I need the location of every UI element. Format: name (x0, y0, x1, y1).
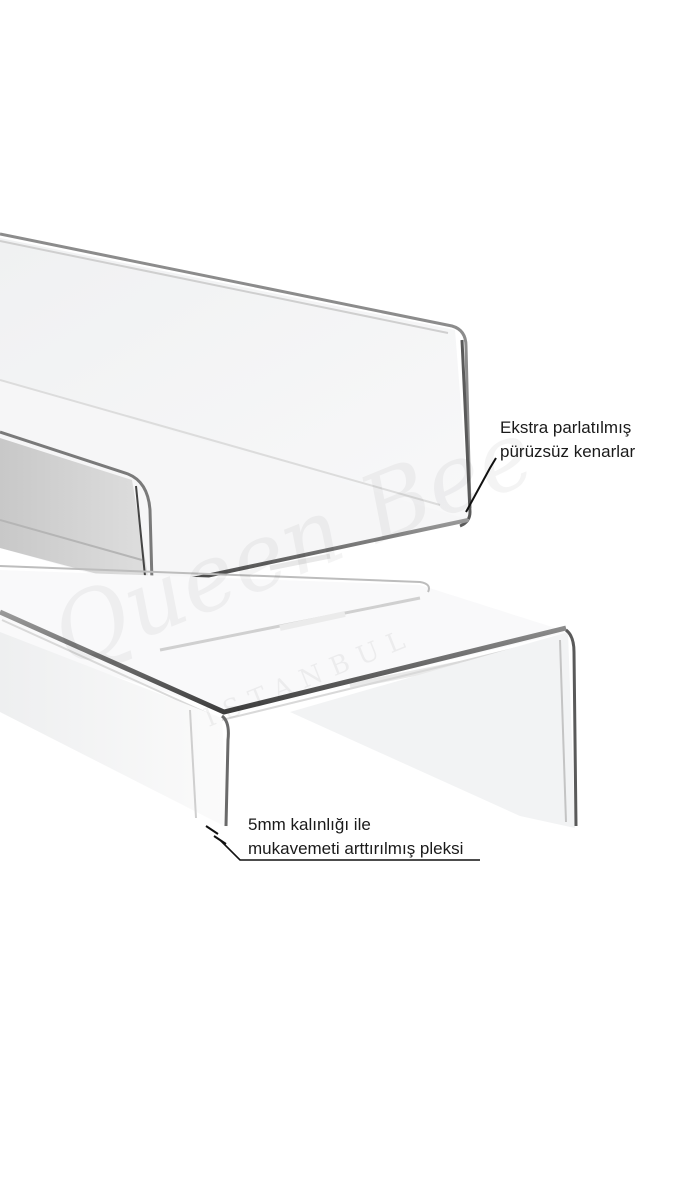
callout-edges-line1: Ekstra parlatılmış (500, 418, 632, 437)
thickness-bracket-icon (205, 825, 227, 845)
upper-shelf-top-edge (0, 232, 472, 509)
upper-shelf-front-lip (0, 438, 150, 588)
lower-shelf-front-edge (0, 609, 567, 715)
callout-polished-edges: Ekstra parlatılmış pürüzsüz kenarlar (500, 416, 635, 464)
callout-thickness: 5mm kalınlığı ile mukavemeti arttırılmış… (248, 813, 463, 861)
callout-thickness-line1: 5mm kalınlığı ile (248, 815, 371, 834)
thickness-pointer-line (219, 839, 480, 861)
upper-shelf-back-wall (0, 238, 470, 520)
lower-shelf-right-leg (290, 632, 575, 828)
edges-pointer-line (465, 457, 497, 513)
callout-edges-line2: pürüzsüz kenarlar (500, 442, 636, 461)
upper-shelf-bottom-edge (149, 518, 469, 590)
lower-shelf-left-leg (0, 632, 228, 828)
callout-thickness-line2: mukavemeti arttırılmış pleksi (248, 839, 464, 858)
